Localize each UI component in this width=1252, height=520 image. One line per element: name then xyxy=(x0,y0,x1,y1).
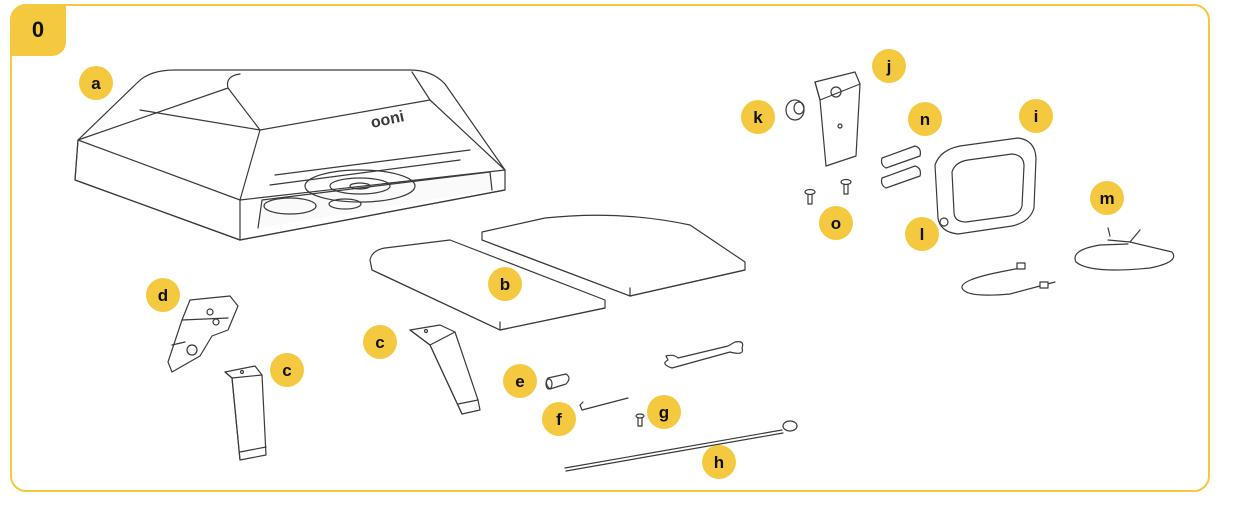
part-mounting-plate xyxy=(814,71,861,167)
label-g: g xyxy=(647,395,681,429)
label-e: e xyxy=(503,364,537,398)
part-stone-baking-boards xyxy=(369,214,746,331)
part-wrench xyxy=(664,341,744,369)
label-f: f xyxy=(542,402,576,436)
part-batteries xyxy=(880,145,922,189)
label-l: l xyxy=(905,217,939,251)
label-d: d xyxy=(146,278,180,312)
part-allen-key xyxy=(579,397,629,411)
part-rod xyxy=(564,420,798,472)
label-m: m xyxy=(1090,181,1124,215)
part-leg-right xyxy=(409,324,481,415)
step-frame xyxy=(10,4,1210,492)
label-a: a xyxy=(79,66,113,100)
step-number-badge: 0 xyxy=(10,4,66,56)
part-knob xyxy=(785,99,805,121)
part-thermometer-unit xyxy=(934,137,1037,235)
part-probes xyxy=(961,227,1175,296)
label-k: k xyxy=(741,100,775,134)
label-o: o xyxy=(819,206,853,240)
label-j: j xyxy=(872,49,906,83)
oven-brand-mark: ooni xyxy=(369,108,406,132)
part-oven-body: ooni xyxy=(74,69,506,241)
label-i: i xyxy=(1019,99,1053,133)
part-bracket xyxy=(167,295,239,373)
label-n: n xyxy=(908,102,942,136)
label-b: b xyxy=(488,267,522,301)
label-c-right: c xyxy=(363,325,397,359)
label-c-left: c xyxy=(270,353,304,387)
part-sleeve xyxy=(545,373,570,390)
part-leg-left xyxy=(224,365,267,461)
part-screws-pair xyxy=(804,178,852,205)
part-screw xyxy=(635,413,645,427)
label-h: h xyxy=(702,445,736,479)
